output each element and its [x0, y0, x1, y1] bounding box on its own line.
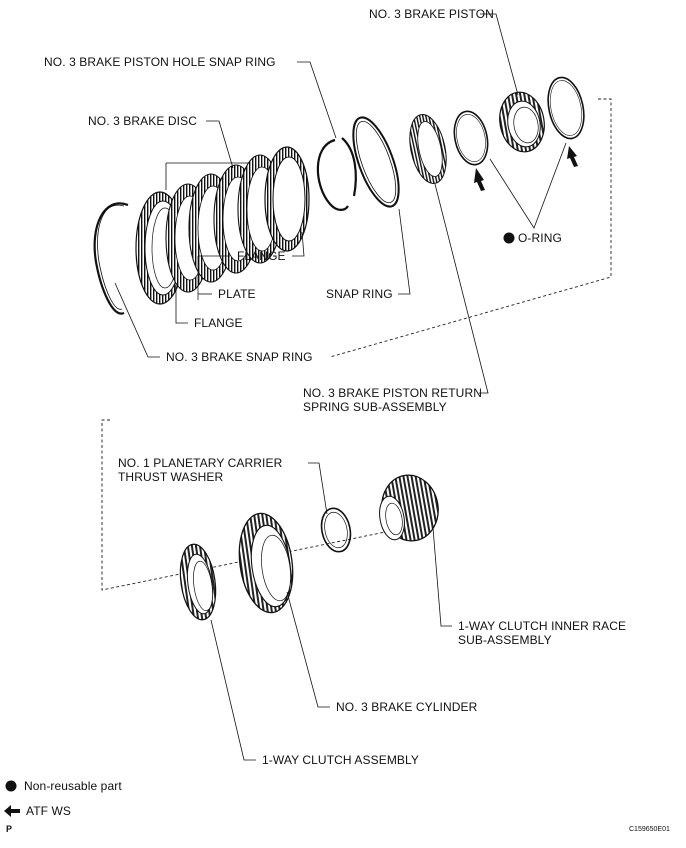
label-thrust-washer: NO. 1 PLANETARY CARRIER THRUST WASHER — [118, 456, 283, 484]
no3-brake-snap-ring-part — [93, 202, 129, 315]
plate-bracket — [197, 255, 230, 300]
label-brake-cylinder: NO. 3 BRAKE CYLINDER — [336, 700, 478, 714]
o-ring-inner-part — [453, 110, 489, 166]
atf-arrow-icon — [474, 146, 578, 191]
inner-race-part — [379, 474, 439, 542]
assembly-boundary-dashed — [101, 98, 612, 591]
one-way-clutch-assembly-part — [179, 543, 217, 621]
no3-brake-cylinder-part — [238, 512, 294, 614]
return-spring-part — [409, 114, 447, 184]
hole-snap-ring-part — [316, 137, 357, 211]
legend-atf-ws: ATF WS — [26, 804, 72, 818]
flange-upper-part — [264, 146, 310, 252]
label-inner-race: 1-WAY CLUTCH INNER RACE SUB-ASSEMBLY — [458, 619, 627, 647]
label-brake-disc: NO. 3 BRAKE DISC — [88, 114, 197, 128]
label-return-spring: NO. 3 BRAKE PISTON RETURN SPRING SUB-ASS… — [303, 386, 482, 414]
label-snap-ring: SNAP RING — [326, 287, 393, 301]
o-ring-callout-lines — [489, 142, 567, 229]
upper-leader-lines — [114, 13, 519, 394]
label-hole-snap-ring: NO. 3 BRAKE PISTON HOLE SNAP RING — [44, 55, 276, 69]
clutch-pack — [135, 146, 310, 305]
non-reusable-legend-icon — [5, 780, 17, 792]
figure-code: C159650E01 — [629, 826, 670, 833]
lower-leader-lines — [210, 462, 452, 761]
label-brake-snap-ring: NO. 3 BRAKE SNAP RING — [166, 350, 313, 364]
label-flange-lower: FLANGE — [194, 316, 243, 330]
label-clutch-assembly: 1-WAY CLUTCH ASSEMBLY — [262, 753, 420, 767]
label-o-ring: O-RING — [518, 231, 562, 245]
snap-ring-part — [352, 116, 400, 208]
p-mark: P — [6, 824, 13, 834]
legend-non-reusable: Non-reusable part — [24, 779, 122, 793]
o-ring-outer-part — [547, 76, 585, 140]
atf-ws-legend-icon — [4, 805, 20, 817]
thrust-washer-part — [320, 507, 352, 553]
label-plate: PLATE — [218, 287, 256, 301]
non-reusable-dot-icon — [503, 232, 515, 244]
no3-brake-piston-part — [499, 91, 545, 153]
label-no3-brake-piston: NO. 3 BRAKE PISTON — [369, 7, 494, 21]
brake-disc-stack — [165, 154, 283, 293]
label-flange-upper: FLANGE — [237, 249, 286, 263]
